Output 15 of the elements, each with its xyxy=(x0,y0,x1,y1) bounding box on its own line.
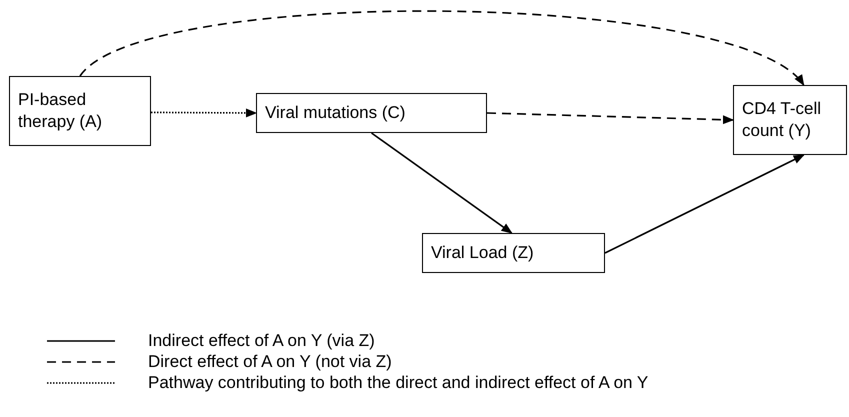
box-label: Viral Load (Z) xyxy=(431,242,535,264)
box-label: CD4 T-cell count (Y) xyxy=(742,98,822,142)
legend-text: Direct effect of A on Y (not via Z) xyxy=(148,350,392,373)
arrow xyxy=(604,154,805,254)
process-box xyxy=(256,93,487,133)
process-box xyxy=(422,233,605,273)
arrow xyxy=(486,112,734,124)
arrow xyxy=(371,132,513,234)
legend-text: Pathway contributing to both the direct and indirect effect of A on Y xyxy=(148,372,648,394)
process-box xyxy=(733,85,847,155)
legend-text: Indirect effect of A on Y (via Z) xyxy=(148,330,375,352)
arrow xyxy=(151,108,258,118)
box-label: PI-based therapy (A) xyxy=(18,89,104,133)
box-label: Viral mutations (C) xyxy=(265,102,406,124)
process-box xyxy=(9,76,151,146)
